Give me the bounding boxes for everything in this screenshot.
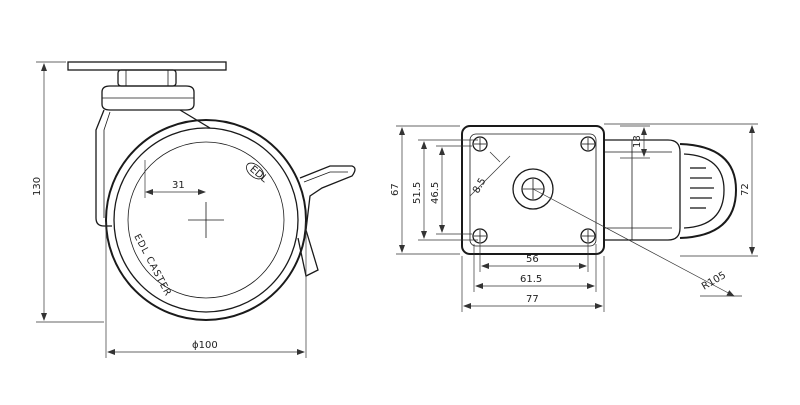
bolt-hole-tl bbox=[472, 136, 488, 152]
center-stem-outer bbox=[512, 168, 554, 210]
plate-77-label: 77 bbox=[526, 294, 539, 305]
brake-pad bbox=[679, 143, 738, 239]
offset-label: 31 bbox=[172, 180, 185, 191]
bolt-hole-bl bbox=[472, 228, 488, 244]
bolt-hole-br bbox=[580, 228, 596, 244]
swivel-housing bbox=[101, 85, 195, 111]
swivel-radius-label: R105 bbox=[700, 270, 728, 293]
length-72-label: 72 bbox=[740, 183, 751, 196]
wheel-outer bbox=[105, 119, 307, 321]
pitch-61-label: 61.5 bbox=[520, 274, 542, 285]
mounting-plate bbox=[67, 61, 227, 71]
bolt-hole-tr bbox=[580, 136, 596, 152]
bolt-holes bbox=[472, 136, 596, 244]
pitch-56-label: 56 bbox=[526, 254, 539, 265]
width-67-label: 67 bbox=[390, 183, 401, 196]
height-label: 130 bbox=[32, 177, 43, 196]
brake-pedal bbox=[297, 165, 356, 277]
swivel-stem bbox=[117, 69, 177, 87]
wheel-hub-ring bbox=[127, 141, 285, 299]
wheel-brand-text: EDL CASTER bbox=[131, 232, 173, 298]
brake-ribs bbox=[690, 167, 714, 209]
center-stem-inner bbox=[521, 177, 545, 201]
hole-leader bbox=[469, 155, 511, 197]
fork-leg bbox=[95, 109, 112, 227]
wheel-tread-inner bbox=[113, 127, 299, 313]
swivel-radius-leader bbox=[532, 188, 735, 297]
side-view: EDL EDL CASTER 130 31 ϕ100 bbox=[32, 61, 356, 358]
diameter-label: ϕ100 bbox=[192, 340, 218, 351]
top-view: 67 51.5 46.5 8.5 18 72 56 61.5 bbox=[390, 123, 758, 312]
logo-text: EDL bbox=[247, 164, 269, 185]
spacing-46-label: 46.5 bbox=[430, 182, 441, 204]
top-plate bbox=[461, 125, 605, 255]
fork-body-top bbox=[604, 139, 681, 241]
fork-arm bbox=[179, 109, 211, 129]
offset-18-label: 18 bbox=[632, 135, 643, 148]
edl-logo: EDL bbox=[246, 162, 270, 185]
hole-diameter-label: 8.5 bbox=[471, 176, 488, 195]
spacing-51-label: 51.5 bbox=[412, 182, 423, 204]
